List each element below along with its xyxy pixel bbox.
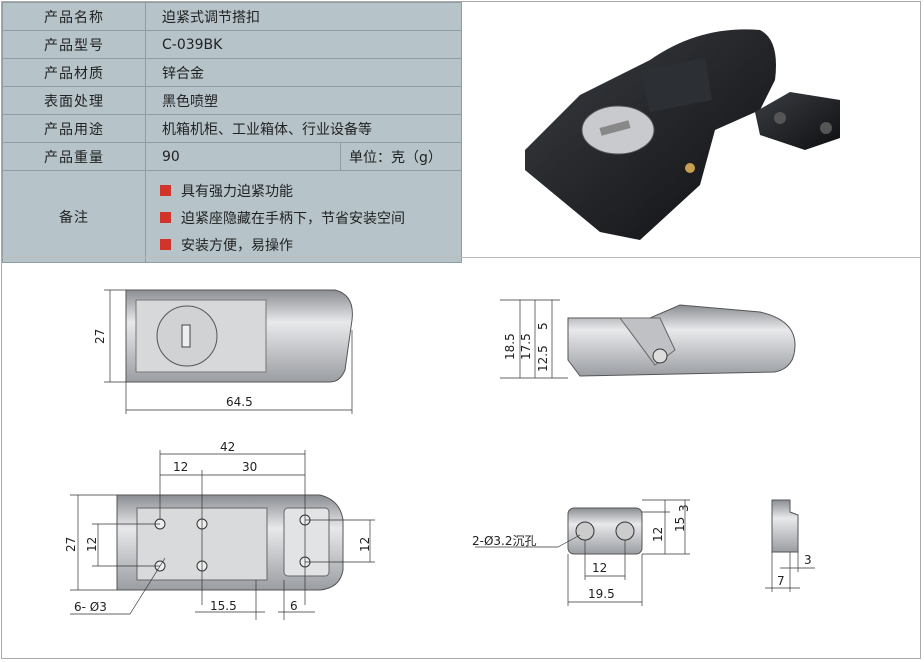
dim-27: 27 [64,537,78,552]
dim-holes: 6- Ø3 [74,600,107,614]
unit-value: 单位：克（g） [340,142,462,171]
product-photo [525,29,840,240]
bullet-icon [160,239,171,250]
row-value: 机箱机柜、工业箱体、行业设备等 [145,114,462,143]
dim-19-5: 19.5 [588,587,615,601]
row-value: 锌合金 [145,58,462,87]
dim-12-top: 12 [173,460,188,474]
dim-42: 42 [220,440,235,454]
bullet-icon [160,212,171,223]
notes-label: 备注 [2,170,146,263]
dim-12-right: 12 [358,537,372,552]
dim-7: 7 [777,574,785,588]
side-view-drawing: 5 17.5 18.5 12.5 [500,299,796,379]
row-value: 黑色喷塑 [145,86,462,115]
row-label: 产品型号 [2,30,146,59]
dim-12-h: 12 [592,561,607,575]
table-row: 表面处理黑色喷塑 [2,86,462,115]
table-row: 产品材质锌合金 [2,58,462,87]
dim-6: 6 [290,599,298,613]
dim-15-5: 15.5 [210,599,237,613]
dim-3-side: 3 [804,553,812,567]
catch-front-drawing: 2-Ø3.2沉孔 3 12 15 12 19.5 [472,499,691,606]
bullet-icon [160,185,171,196]
note-item: 具有强力迫紧功能 [160,177,461,204]
note-item: 迫紧座隐藏在手柄下，节省安装空间 [160,204,461,231]
dim-length: 64.5 [226,395,253,409]
dim-30: 30 [242,460,257,474]
dim-12-left: 12 [85,537,99,552]
dim-5: 5 [536,322,550,330]
dim-12-5: 12.5 [536,345,550,372]
note-text: 具有强力迫紧功能 [181,183,293,200]
dim-12-v: 12 [651,527,665,542]
bottom-view-drawing: 42 12 30 27 12 12 6- Ø3 15.5 6 [64,440,375,620]
dim-height: 27 [93,329,107,344]
note-text: 安装方便，易操作 [181,237,293,254]
row-label: 产品重量 [2,142,146,171]
catch-side-drawing: 3 7 [765,499,815,592]
note-text: 迫紧座隐藏在手柄下，节省安装空间 [181,210,405,227]
table-row: 备注 具有强力迫紧功能 迫紧座隐藏在手柄下，节省安装空间 安装方便，易操作 [2,170,462,263]
top-view-drawing: 27 64.5 [93,289,353,414]
dim-15: 15 [673,517,687,532]
dim-3: 3 [677,504,691,512]
dim-countersunk-holes: 2-Ø3.2沉孔 [472,534,537,548]
table-row: 产品用途机箱机柜、工业箱体、行业设备等 [2,114,462,143]
notes-list: 具有强力迫紧功能 迫紧座隐藏在手柄下，节省安装空间 安装方便，易操作 [145,170,462,263]
section-divider [2,257,920,258]
row-label: 产品用途 [2,114,146,143]
dim-17-5: 17.5 [519,333,533,360]
dim-18-5: 18.5 [503,333,517,360]
note-item: 安装方便，易操作 [160,231,461,258]
